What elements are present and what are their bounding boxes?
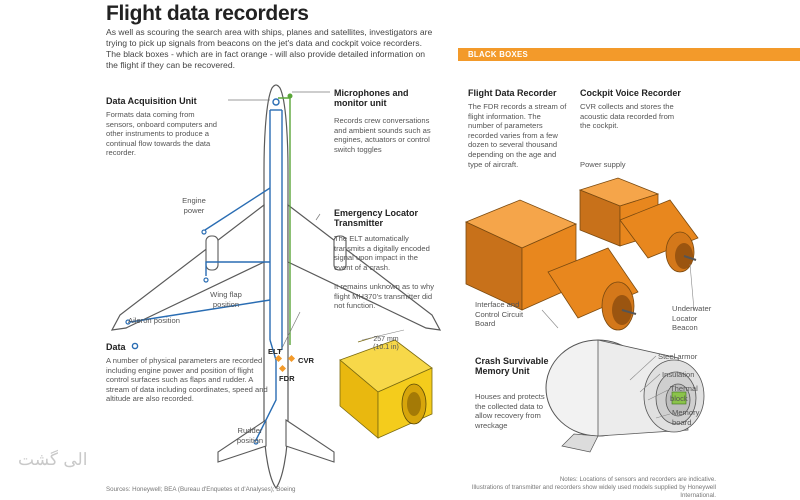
notes-line-2: Illustrations of transmitter and recorde…: [471, 484, 716, 499]
fdr-marker: [278, 364, 287, 373]
page-title: Flight data recorders: [106, 2, 309, 25]
interface-label: Interface and Control Circuit Board: [475, 300, 524, 329]
csmu-heading: Crash Survivable Memory Unit: [475, 356, 549, 376]
right-wing: [287, 203, 442, 331]
cvr-marker: [287, 354, 296, 363]
rudder-dot: [253, 439, 259, 445]
csmu-cutaway: [545, 339, 705, 453]
black-boxes-band: BLACK BOXES: [458, 48, 800, 61]
fdr-body: The FDR records a stream of flight infor…: [468, 102, 567, 169]
wing-flap-dot: [203, 277, 209, 283]
fdr-tag: FDR: [279, 374, 295, 383]
csmu-body: Houses and protects the collected data t…: [475, 392, 545, 430]
steel-armor-label: Steel armor: [658, 352, 698, 361]
intro-text: As well as scouring the search area with…: [106, 27, 433, 70]
dimension-line: [361, 329, 405, 341]
beacon-label: Underwater Locator Beacon: [672, 304, 712, 333]
black-boxes-label: BLACK BOXES: [468, 50, 529, 59]
data-heading: Data: [106, 342, 126, 352]
dimension-in: (10.1 in): [373, 344, 399, 351]
aileron-dot: [125, 319, 131, 325]
dau-heading: Data Acquisition Unit: [106, 96, 197, 106]
cvr-body: CVR collects and stores the acoustic dat…: [580, 102, 675, 131]
aileron-label: Aileron position: [128, 316, 180, 325]
microphone-dot: [287, 93, 293, 99]
dimension-label: 257 mm (10.1 in): [364, 336, 408, 352]
sources-text: Sources: Honeywell; BEA (Bureau d'Enquet…: [106, 486, 296, 493]
aircraft-diagram: [110, 84, 442, 490]
wing-flap-label: Wing flap position: [210, 290, 242, 309]
left-engine: [205, 235, 219, 271]
engine-power-dot: [201, 229, 207, 235]
dimension-mm: 257 mm: [373, 336, 399, 343]
data-heading-dot: [131, 342, 139, 350]
recorders-illustration: [464, 177, 705, 453]
elt-tag: ELT: [268, 347, 282, 356]
microphones-body: Records crew conversations and ambient s…: [334, 116, 431, 154]
elt-marker: [274, 354, 283, 363]
thermal-block-label: Thermal block: [670, 384, 698, 403]
left-stabilizer: [217, 418, 267, 463]
notes-text: Notes: Locations of sensors and recorder…: [440, 476, 716, 500]
elt-body-1: The ELT automatically transmits a digita…: [334, 234, 430, 272]
elt-heading: Emergency Locator Transmitter: [334, 208, 419, 228]
insulation-label: Insulation: [662, 370, 695, 379]
power-supply-label: Power supply: [580, 160, 626, 169]
watermark-logo: الی گشت: [18, 450, 88, 470]
dau-body: Formats data coming from sensors, onboar…: [106, 110, 218, 158]
leader-lines: [228, 91, 330, 353]
data-body: A number of physical parameters are reco…: [106, 356, 268, 404]
notes-line-1: Notes: Locations of sensors and recorder…: [559, 476, 716, 483]
right-stabilizer: [285, 418, 335, 463]
cvr-heading: Cockpit Voice Recorder: [580, 88, 681, 98]
elt-device-illustration: [339, 335, 433, 439]
layer-leader-lines: [629, 355, 671, 419]
left-wing: [110, 203, 265, 331]
data-lines: [129, 109, 283, 441]
dau-dot: [272, 98, 280, 106]
fdr-heading: Flight Data Recorder: [468, 88, 557, 98]
microphones-heading: Microphones and monitor unit: [334, 88, 409, 108]
cvr-box: [578, 177, 699, 273]
elt-body-2: It remains unknown as to why flight MH37…: [334, 282, 435, 311]
rudder-label: Rudder position: [236, 426, 264, 445]
fdr-box: [464, 199, 639, 331]
engine-power-label: Engine power: [182, 196, 206, 215]
right-engine: [333, 235, 347, 271]
cvr-tag: CVR: [298, 356, 315, 365]
memory-board-label: Memory board: [672, 408, 700, 427]
